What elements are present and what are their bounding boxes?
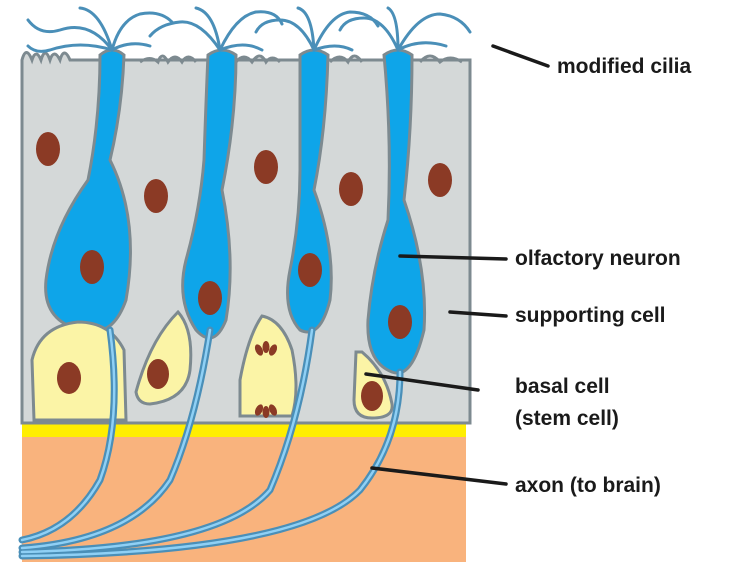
label-modified-cilia: modified cilia <box>557 55 692 78</box>
label-stem-cell: (stem cell) <box>515 407 619 430</box>
label-supporting-cell: supporting cell <box>515 304 666 327</box>
label-olfactory-neuron: olfactory neuron <box>515 247 681 270</box>
basement-membrane <box>22 423 466 437</box>
leader-modified-cilia <box>493 46 548 66</box>
label-axon: axon (to brain) <box>515 474 661 497</box>
label-basal-cell: basal cell <box>515 375 610 398</box>
modified-cilia <box>28 8 470 51</box>
